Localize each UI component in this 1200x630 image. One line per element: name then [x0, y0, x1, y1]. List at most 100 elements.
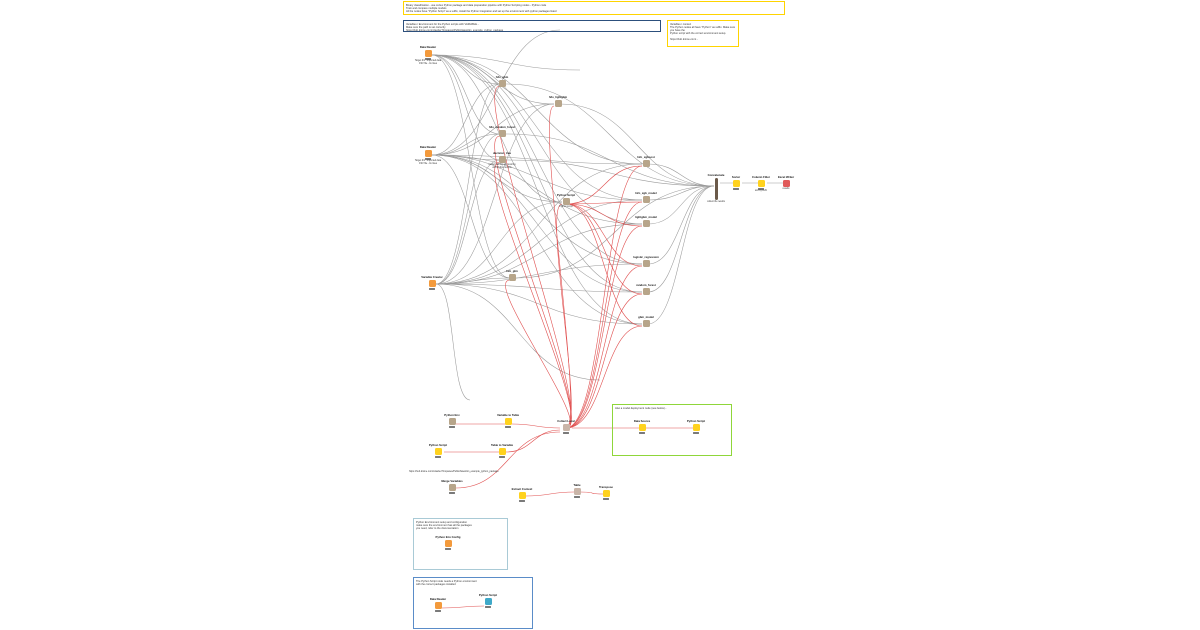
- node-model-glm[interactable]: h2o_glm: [492, 270, 532, 281]
- node-python-env[interactable]: Python Env: [432, 414, 472, 428]
- connection-red: [565, 203, 643, 327]
- connection-gray: [431, 54, 643, 293]
- annotation-top: Binary classification - use cortex Pytho…: [403, 1, 785, 15]
- node-status-icon: [425, 58, 431, 60]
- node-collect-local[interactable]: Collect Local: [546, 420, 586, 434]
- node-xgb-model[interactable]: h2o_xgb_model: [626, 192, 666, 203]
- node-title: h2o_lightgbm: [548, 95, 568, 99]
- connection-gray: [647, 185, 715, 293]
- annotation-light-blue-box: Python Environment setup and configurati…: [413, 518, 508, 570]
- node-python-env-config[interactable]: Python Env Config: [428, 536, 468, 550]
- node-csv-reader-1[interactable]: Data Reader Target 0/1 - imported data C…: [408, 46, 448, 66]
- node-status-icon: [603, 498, 609, 500]
- node-concatenate[interactable]: Concatenate collect the results: [696, 174, 736, 204]
- connection-gray: [647, 185, 715, 325]
- node-title: Variable Creator: [421, 275, 443, 279]
- node-rf-model[interactable]: random_forest: [626, 284, 666, 295]
- node-transpose[interactable]: Transpose: [586, 486, 626, 500]
- node-status-icon: [425, 158, 431, 160]
- node-table[interactable]: Table: [557, 484, 597, 498]
- connection-gray: [431, 103, 555, 156]
- node-title: Concatenate: [707, 173, 725, 177]
- node-glm-model[interactable]: logistic_regression: [626, 256, 666, 267]
- node-description: collect the results: [707, 200, 725, 203]
- node-title: Excel Writer: [777, 175, 795, 179]
- connection-gray: [431, 29, 561, 156]
- node-status-icon: [435, 610, 441, 612]
- node-model-lgb[interactable]: h2o_lightgbm: [538, 96, 578, 107]
- node-title: Table: [573, 483, 581, 487]
- node-sorter[interactable]: Sorter: [716, 176, 756, 190]
- node-xgb[interactable]: h2o_xgboost: [626, 156, 666, 167]
- node-excel-writer[interactable]: Excel Writer results: [766, 176, 806, 191]
- annotation-upper-right: Variables / context The Python nodes all…: [667, 20, 739, 47]
- connection-red: [565, 265, 643, 429]
- node-variable-to-table[interactable]: Variable to Table: [488, 414, 528, 428]
- connection-gray: [435, 283, 643, 325]
- metanode-icon: [642, 196, 650, 203]
- annotation-green-box: Also a model deployment node (see below)…: [612, 404, 732, 456]
- connection-gray: [431, 154, 643, 265]
- node-status-icon: [485, 606, 491, 608]
- node-title: Data Reader: [419, 45, 437, 49]
- data-reader-icon: [424, 150, 432, 157]
- metanode-icon: [562, 198, 570, 205]
- connection-gray: [431, 83, 501, 156]
- metanode-icon: [508, 274, 516, 281]
- connection-gray: [431, 54, 501, 135]
- connection-red: [494, 85, 572, 429]
- node-title: Data Reader: [429, 597, 447, 601]
- annotation-upper-left: Variables / Environment for the Python s…: [403, 20, 661, 32]
- node-description: Target 0/1 - imported data CSV file - 1k…: [414, 60, 442, 66]
- node-green-source[interactable]: Data Source: [622, 420, 662, 434]
- concatenate-icon: [714, 178, 718, 200]
- node-bottom-reader[interactable]: Data Reader: [418, 598, 458, 612]
- node-gbm-model[interactable]: gbm_model: [626, 316, 666, 327]
- node-title: logistic_regression: [633, 255, 659, 259]
- variable-creator-icon: [428, 280, 436, 287]
- metanode-icon: [642, 288, 650, 295]
- table-icon: [573, 488, 581, 495]
- connection-gray: [505, 133, 715, 187]
- extract-context-icon: [518, 492, 526, 499]
- node-model-rf[interactable]: h2o_random_forest: [482, 126, 522, 137]
- node-extract-context[interactable]: Extract Context: [502, 488, 542, 502]
- connection-gray: [431, 154, 643, 165]
- node-column-filter[interactable]: Column Filter sort by AUC: [741, 176, 781, 193]
- node-status-icon: [758, 188, 764, 190]
- node-model-gbm[interactable]: h2o_gbm: [482, 76, 522, 87]
- data-reader-icon: [434, 602, 442, 609]
- connection-gray: [505, 159, 715, 187]
- node-title: Data Reader: [419, 145, 437, 149]
- node-lgbm-model[interactable]: lightgbm_model: [626, 216, 666, 227]
- node-csv-reader-2[interactable]: Data Reader Target 0/1 - imported data C…: [408, 146, 448, 166]
- connection-red: [549, 105, 571, 429]
- node-python-script-a[interactable]: Python Script: [418, 444, 458, 458]
- connection-red: [565, 203, 643, 295]
- node-bottom-python[interactable]: Python Script: [468, 594, 508, 608]
- connection-red: [565, 201, 643, 205]
- node-status-icon: [505, 426, 511, 428]
- node-model-tree[interactable]: decision_tree model training and scoring…: [482, 152, 522, 169]
- node-status-icon: [445, 548, 451, 550]
- node-table-to-variable[interactable]: Table to Variable: [482, 444, 522, 458]
- node-model-script[interactable]: Python Script Python script: [546, 194, 586, 209]
- connection-red: [505, 279, 571, 429]
- node-green-python[interactable]: Python Script: [676, 420, 716, 434]
- node-merge-variables[interactable]: Merge Variables: [432, 480, 472, 494]
- connection-gray: [431, 54, 643, 201]
- connection-gray: [431, 154, 643, 325]
- node-title: Transpose: [599, 485, 613, 489]
- node-status-icon: [499, 456, 505, 458]
- node-title: Data Source: [633, 419, 651, 423]
- connection-red: [565, 225, 643, 429]
- connection-gray: [435, 201, 563, 285]
- python-script-icon: [692, 424, 700, 431]
- node-title: Merge Variables: [441, 479, 463, 483]
- node-variable-creator[interactable]: Variable Creator: [412, 276, 452, 290]
- node-title: Python Script: [478, 593, 498, 597]
- node-title: Table to Variable: [490, 443, 514, 447]
- connection-red: [565, 165, 643, 205]
- connection-gray: [435, 283, 471, 401]
